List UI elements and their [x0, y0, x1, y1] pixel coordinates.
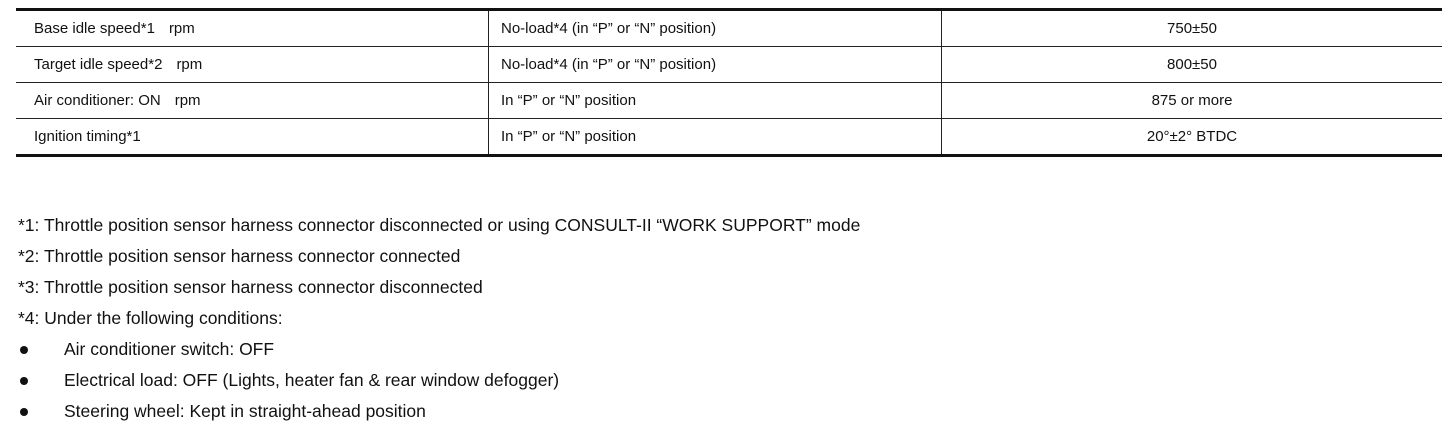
- bullet-text: Air conditioner switch: OFF: [64, 339, 275, 359]
- unit-label: rpm: [176, 56, 203, 73]
- item-label: Base idle speed*1: [34, 20, 155, 37]
- item-cell: Target idle speed*2 rpm: [16, 46, 489, 83]
- footnote-4: *4: Under the following conditions:: [18, 308, 283, 328]
- unit-label: rpm: [174, 92, 201, 109]
- footnote-3: *3: Throttle position sensor harness con…: [18, 277, 483, 297]
- list-item: Air conditioner switch: OFF: [18, 334, 1438, 365]
- bullet-icon: [20, 376, 28, 385]
- bullet-text: Steering wheel: Kept in straight-ahead p…: [64, 401, 426, 421]
- item-label: Target idle speed*2: [34, 56, 163, 73]
- spec-cell: 875 or more: [941, 82, 1442, 119]
- table-row: Target idle speed*2 rpm No-load*4 (in “P”…: [16, 46, 1442, 83]
- item-cell: Base idle speed*1 rpm: [16, 10, 489, 47]
- condition-cell: In “P” or “N” position: [488, 118, 942, 156]
- footnotes: *1: Throttle position sensor harness con…: [18, 210, 1438, 427]
- footnote-2: *2: Throttle position sensor harness con…: [18, 246, 461, 266]
- bullet-icon: [20, 407, 28, 416]
- footnote-1: *1: Throttle position sensor harness con…: [18, 215, 861, 235]
- table-row: Base idle speed*1 rpm No-load*4 (in “P” o…: [16, 9, 1442, 47]
- list-item: Electrical load: OFF (Lights, heater fan…: [18, 365, 1438, 396]
- item-cell: Ignition timing*1: [16, 118, 489, 156]
- spec-cell: 800±50: [941, 46, 1442, 83]
- bullet-icon: [20, 345, 28, 354]
- table-row: Air conditioner: ON rpm In “P” or “N” pos…: [16, 82, 1442, 119]
- condition-cell: No-load*4 (in “P” or “N” position): [488, 9, 942, 47]
- unit-label: rpm: [168, 20, 195, 37]
- list-item: Steering wheel: Kept in straight-ahead p…: [18, 396, 1438, 427]
- item-label: Air conditioner: ON: [34, 92, 161, 109]
- condition-cell: No-load*4 (in “P” or “N” position): [488, 46, 942, 83]
- item-label: Ignition timing*1: [34, 128, 141, 145]
- spec-cell: 20°±2° BTDC: [941, 118, 1442, 156]
- idle-speed-spec-table: Base idle speed*1 rpm No-load*4 (in “P” o…: [16, 8, 1442, 157]
- spec-cell: 750±50: [941, 9, 1442, 47]
- table-row: Ignition timing*1 In “P” or “N” position…: [16, 118, 1442, 156]
- condition-cell: In “P” or “N” position: [488, 82, 942, 119]
- item-cell: Air conditioner: ON rpm: [16, 82, 489, 119]
- bullet-text: Electrical load: OFF (Lights, heater fan…: [64, 370, 560, 390]
